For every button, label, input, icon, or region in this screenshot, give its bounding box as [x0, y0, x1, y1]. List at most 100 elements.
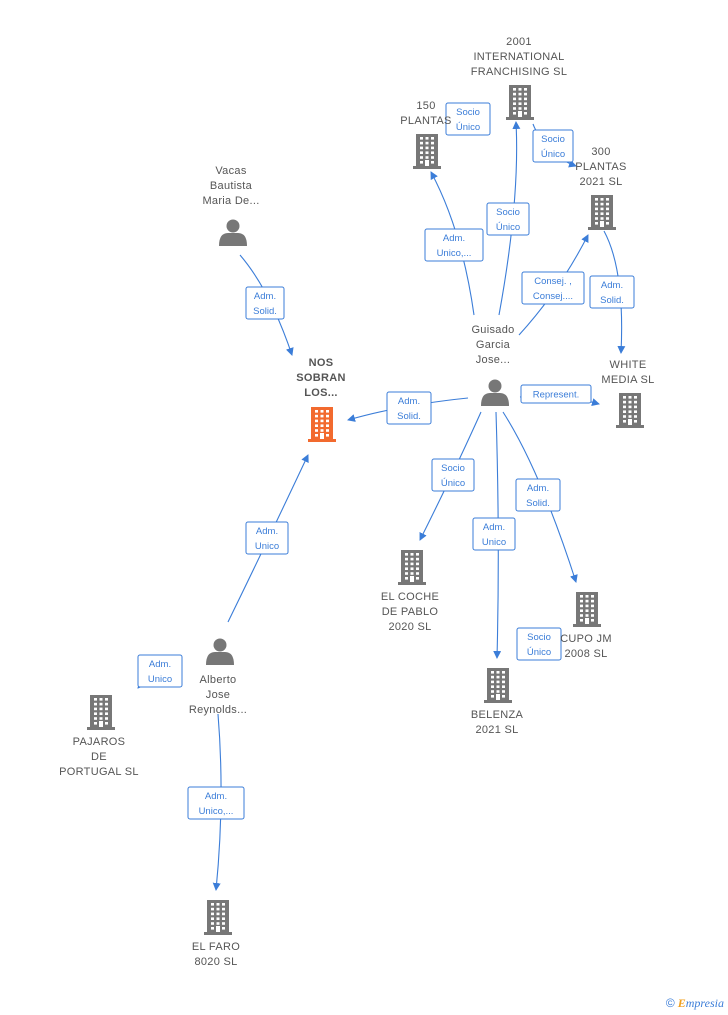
node-label: DE PABLO — [382, 606, 439, 618]
relation-label-box — [589, 275, 635, 309]
relation-label-text: Adm. — [483, 522, 505, 533]
node-label: EL COCHE — [381, 591, 439, 603]
node-label: PLANTAS — [575, 161, 626, 173]
node-label: INTERNATIONAL — [473, 51, 564, 63]
node-label: 2021 SL — [579, 176, 622, 188]
node-label: MEDIA SL — [601, 374, 654, 386]
relation-label-text: Único — [441, 478, 465, 489]
relation-label-guisado-to-white[interactable]: Represent. — [520, 384, 592, 404]
relation-label-alberto-to-pajaros[interactable]: Adm.Unico — [137, 654, 183, 688]
relation-label-alberto-to-nos[interactable]: Adm.Unico — [245, 521, 289, 555]
relation-label-text: Solid. — [253, 306, 277, 317]
relation-label-box — [486, 202, 530, 236]
relation-label-text: Solid. — [397, 411, 421, 422]
building-icon — [506, 85, 534, 120]
node-label: CUPO JM — [560, 633, 612, 645]
node-label: DE — [91, 751, 107, 763]
relation-label-box — [532, 129, 574, 163]
node-label: Reynolds... — [189, 704, 247, 716]
node-white[interactable]: WHITE MEDIA SL — [601, 359, 654, 428]
relation-label-guisado-to-nos[interactable]: Adm. Solid. — [386, 391, 432, 425]
relation-label-box — [445, 102, 491, 136]
node-coche[interactable]: EL COCHE DE PABLO 2020 SL — [381, 550, 439, 633]
building-icon — [87, 695, 115, 730]
empresia-watermark: ©Empresia — [666, 996, 724, 1011]
relation-label-guisado-to-cupo[interactable]: Adm.Solid. — [515, 478, 561, 512]
node-label: Vacas — [215, 165, 246, 177]
relation-label-text: Consej. , — [534, 276, 572, 287]
relation-label-text: Socio — [456, 107, 480, 118]
relation-label-text: Socio — [541, 134, 565, 145]
person-icon — [206, 638, 234, 665]
relation-label-box — [431, 458, 475, 492]
relation-label-text: Único — [496, 222, 520, 233]
node-nos[interactable]: NOSSOBRANLOS... — [296, 357, 345, 442]
relation-label-vacas-to-nos[interactable]: Adm. Solid. — [245, 286, 285, 320]
building-icon — [616, 393, 644, 428]
relation-label-text: Adm. — [149, 659, 171, 670]
relation-label-guisado-to-plantas150[interactable]: Adm. Unico,... — [424, 228, 484, 262]
relation-label-text: Adm. — [205, 791, 227, 802]
relation-label-text: Adm. — [254, 291, 276, 302]
node-alberto[interactable]: AlbertoJoseReynolds... — [189, 638, 247, 717]
relation-label-box — [137, 654, 183, 688]
node-label: PAJAROS — [73, 736, 126, 748]
relation-label-box — [472, 517, 516, 551]
relation-label-box — [521, 271, 585, 305]
building-icon — [398, 550, 426, 585]
relation-label-text: Socio — [441, 463, 465, 474]
relation-label-text: Unico — [482, 537, 506, 548]
node-label: 150 — [416, 100, 435, 112]
node-label: 8020 SL — [194, 956, 237, 968]
node-label: EL FARO — [192, 941, 240, 953]
relation-label-alberto-to-faro[interactable]: Adm. Unico,... — [187, 786, 245, 820]
relation-label-text: Represent. — [533, 390, 579, 401]
relation-label-plantas300-to-white[interactable]: Adm.Solid. — [589, 275, 635, 309]
relation-label-box — [386, 391, 432, 425]
relation-label-text: Unico,... — [437, 248, 472, 259]
node-label: LOS... — [304, 387, 338, 399]
node-label: Bautista — [210, 180, 253, 192]
node-label: WHITE — [610, 359, 647, 371]
relation-label-box — [187, 786, 245, 820]
relation-label-box — [516, 627, 562, 661]
node-label: PLANTAS — [400, 115, 451, 127]
relation-label-text: Unico,... — [199, 806, 234, 817]
node-label: Maria De... — [202, 195, 259, 207]
building-icon — [484, 668, 512, 703]
relation-label-guisado-to-plantas300[interactable]: Consej. ,Consej.... — [521, 271, 585, 305]
node-guisado[interactable]: GuisadoGarciaJose... — [471, 324, 514, 406]
node-label: Alberto — [200, 674, 237, 686]
building-icon — [413, 134, 441, 169]
brand-initial: E — [677, 996, 686, 1010]
node-label: Jose... — [476, 354, 511, 366]
node-label: 2020 SL — [388, 621, 431, 633]
copyright-icon: © — [665, 996, 675, 1010]
building-icon — [573, 592, 601, 627]
relation-label-text: Adm. — [601, 280, 623, 291]
node-label: Jose — [206, 689, 230, 701]
brand-name: mpresia — [685, 996, 724, 1010]
person-icon — [219, 219, 247, 246]
relation-label-guisado-to-belenza[interactable]: Adm. Unico — [472, 517, 516, 551]
relation-label-text: Adm. — [527, 483, 549, 494]
relation-label-box — [245, 286, 285, 320]
relation-label-text: Adm. — [443, 233, 465, 244]
node-faro[interactable]: EL FARO 8020 SL — [192, 900, 240, 968]
relation-label-box — [245, 521, 289, 555]
node-label: 2001 — [506, 36, 532, 48]
relation-label-text: Adm. — [398, 396, 420, 407]
relation-label-text: Adm. — [256, 526, 278, 537]
